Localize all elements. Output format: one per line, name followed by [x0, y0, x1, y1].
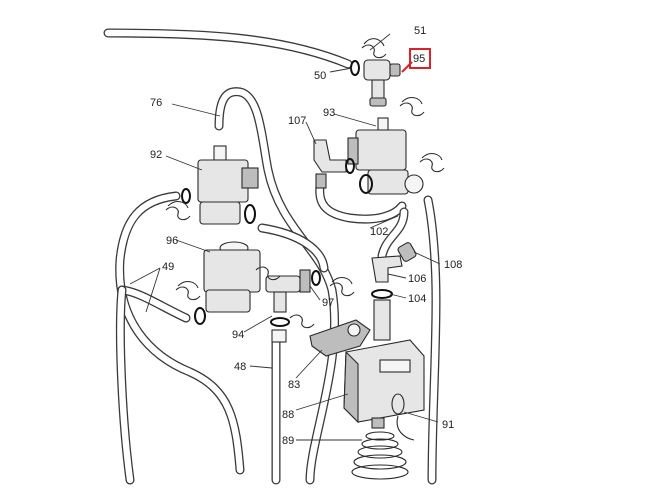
callout-104: 104	[408, 293, 426, 305]
elbow-fitting-106	[371, 242, 417, 283]
solenoid-valve-96	[194, 241, 261, 325]
callout-88: 88	[282, 409, 294, 421]
callout-76: 76	[150, 97, 162, 109]
clip-91	[391, 393, 415, 441]
callout-97: 97	[322, 297, 334, 309]
callout-91: 91	[442, 419, 454, 431]
callout-93: 93	[323, 107, 335, 119]
callout-102: 102	[370, 226, 388, 238]
leader-lines	[129, 33, 441, 441]
callout-51: 51	[414, 25, 426, 37]
tee-fitting-94	[265, 269, 321, 343]
callout-94: 94	[232, 329, 244, 341]
callout-89: 89	[282, 435, 294, 447]
elbow-fitting-107	[313, 139, 355, 189]
callout-106: 106	[408, 273, 426, 285]
callout-50: 50	[314, 70, 326, 82]
callout-95-highlight-box	[409, 48, 431, 69]
bracket-83	[309, 319, 371, 357]
callout-83: 83	[288, 379, 300, 391]
callout-108: 108	[444, 259, 462, 271]
callout-labels: 51 95 50 76 93 107 92 102 96 108 49 106 …	[150, 25, 462, 447]
tee-fitting-95	[350, 59, 401, 107]
solenoid-valve-93	[347, 117, 424, 195]
callout-92: 92	[150, 149, 162, 161]
pump-nozzle-104	[371, 289, 393, 341]
solenoid-valve-92	[181, 145, 259, 225]
callout-49: 49	[162, 261, 174, 273]
callout-48: 48	[234, 361, 246, 373]
callout-95: 95	[413, 53, 425, 65]
callout-107: 107	[288, 115, 306, 127]
tubes	[103, 28, 441, 485]
spring-89	[351, 431, 409, 480]
callout-96: 96	[166, 235, 178, 247]
wire-clips	[165, 38, 445, 329]
